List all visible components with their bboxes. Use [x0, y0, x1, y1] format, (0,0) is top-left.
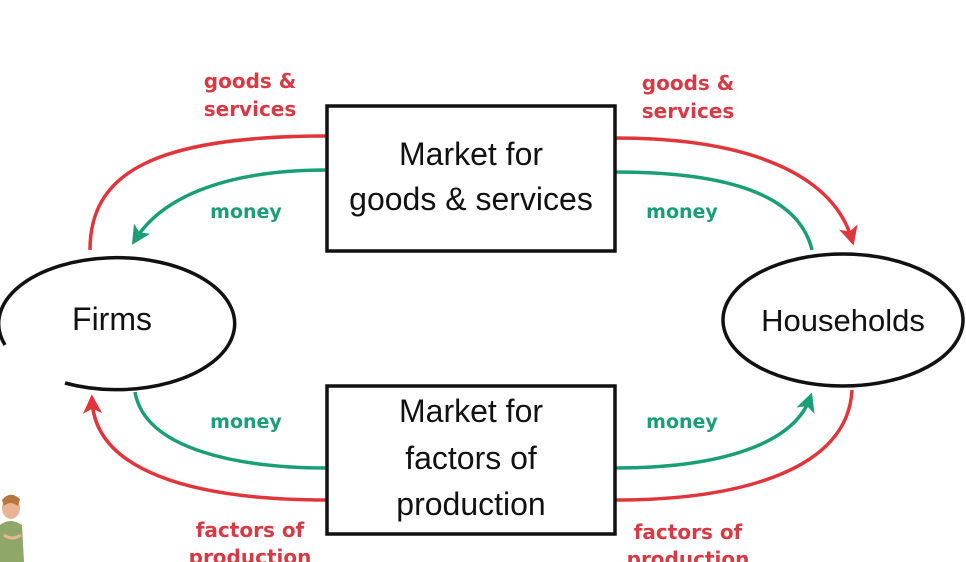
households-node: [721, 252, 965, 388]
goods-flow-top-left-arrow: [88, 134, 328, 251]
money-label-bottom-right: money: [646, 411, 718, 433]
money-flow-top-left-arrow: [131, 168, 328, 245]
money-label-top-left: money: [210, 201, 282, 223]
factors-flow-bottom-left-arrow: [82, 394, 328, 502]
money-label-top-right: money: [646, 201, 718, 223]
presenter-avatar-icon: [0, 494, 24, 562]
goods-label-right-line1: goods &: [642, 71, 734, 95]
households-label: Households: [761, 303, 925, 338]
factors-flow-bottom-right-arrow: [614, 389, 854, 502]
factors-label-left-line2: production: [189, 545, 312, 562]
factors-label-right-line2: production: [627, 547, 750, 562]
factor-market-label-line1: Market for: [399, 393, 543, 429]
goods-market-node: [325, 104, 617, 253]
money-flow-bottom-right-arrow: [614, 392, 815, 470]
money-label-bottom-left: money: [210, 411, 282, 433]
firms-label: Firms: [72, 301, 152, 337]
money-flow-bottom-left-arrow: [133, 391, 328, 470]
goods-market-label-line1: Market for: [399, 136, 543, 172]
goods-label-left-line2: services: [204, 97, 297, 121]
goods-label-left-line1: goods &: [204, 69, 296, 93]
factor-market-node: [325, 384, 617, 536]
factor-market-label-line3: production: [396, 486, 545, 522]
firms-node: [0, 255, 237, 392]
factors-label-right-line1: factors of: [634, 520, 743, 544]
factors-label-left-line1: factors of: [196, 518, 305, 542]
money-flow-top-right-arrow: [614, 170, 814, 251]
goods-flow-top-right-arrow: [614, 136, 858, 246]
factor-market-label-line2: factors of: [405, 440, 537, 476]
goods-label-right-line2: services: [642, 99, 735, 123]
goods-market-label-line2: goods & services: [349, 181, 593, 217]
